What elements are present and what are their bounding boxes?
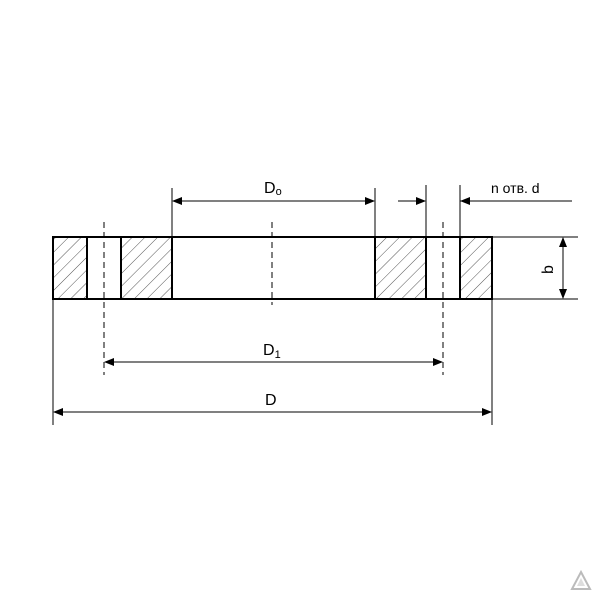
d1-label: D1 <box>263 342 281 361</box>
d-label: D <box>265 392 277 409</box>
left-outer-section <box>52 236 88 300</box>
triangle-logo-icon <box>570 570 592 590</box>
dimension-d: D <box>52 299 493 425</box>
right-outer-section <box>459 236 493 300</box>
dimension-holes: n отв. d <box>398 180 572 237</box>
right-inner-section <box>374 236 427 300</box>
holes-label: n отв. d <box>491 180 540 196</box>
dimension-b: b <box>492 236 578 300</box>
dimension-d1: D1 <box>104 342 443 366</box>
d0-label: Do <box>264 180 282 198</box>
flange-section <box>52 236 493 300</box>
left-inner-section <box>120 236 173 300</box>
center-lines <box>103 222 444 375</box>
dimension-d0: Do <box>171 180 376 237</box>
b-label: b <box>540 265 557 274</box>
